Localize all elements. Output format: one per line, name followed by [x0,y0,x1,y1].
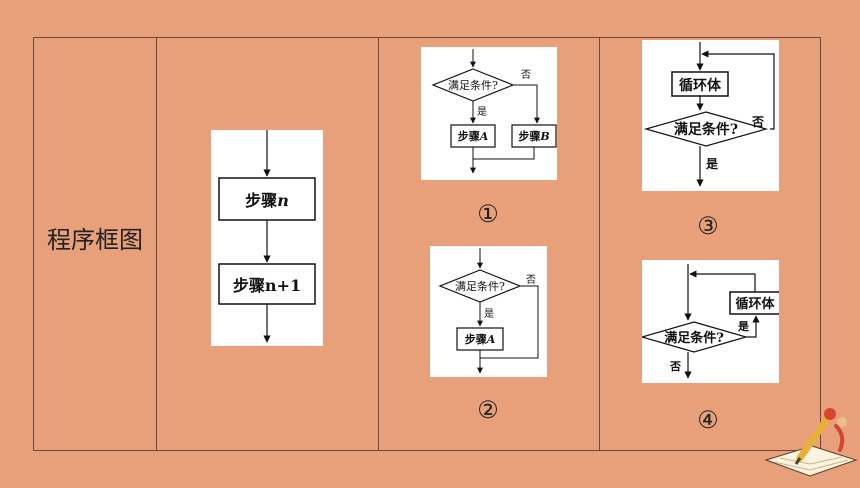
condition-label: 满足条件? [674,121,738,138]
column-divider [156,37,157,451]
condition-label: 满足条件? [448,78,498,92]
yes-label: 是 [737,320,750,333]
loop-body-label: 循环体 [735,296,775,312]
condition-diamond [643,111,769,147]
conditional-diagram-1: 满足条件? 否 是 步骤A 步骤B [421,47,557,180]
yes-label: 是 [477,106,487,118]
step-a-label: 步骤A [458,129,489,143]
table-frame [33,37,821,451]
pencil-notebook-icon [760,400,860,488]
step-n-box [218,177,316,221]
loop-diagram-4: 满足条件? 是 循环体 否 [642,260,779,383]
step-n-label: 步骤n [245,191,289,210]
step-a-label: 步骤A [465,332,496,346]
diagram-number-2: ② [477,396,499,424]
no-label: 否 [526,274,536,286]
step-n1-box [218,263,316,305]
no-label: 否 [521,69,531,81]
yes-label: 是 [705,157,719,171]
step-b-label: 步骤B [518,129,549,143]
condition-diamond [642,321,749,353]
yes-label: 是 [484,308,494,320]
diagram-number-1: ① [477,200,499,228]
sequence-diagram: 步骤n 步骤n+1 [211,130,323,346]
column-divider [378,37,379,451]
diagram-number-3: ③ [697,212,719,240]
step-n1-label: 步骤n+1 [233,276,301,295]
condition-label: 满足条件? [664,330,724,346]
diagram-number-4: ④ [697,406,719,434]
no-label: 否 [751,115,764,129]
column-divider [599,37,600,451]
loop-diagram-3: 循环体 满足条件? 否 是 [642,40,779,191]
no-label: 否 [669,360,681,373]
conditional-diagram-2: 满足条件? 否 是 步骤A [430,246,547,377]
loop-body-label: 循环体 [679,77,722,94]
condition-label: 满足条件? [455,279,505,293]
row-label: 程序框图 [47,226,143,254]
